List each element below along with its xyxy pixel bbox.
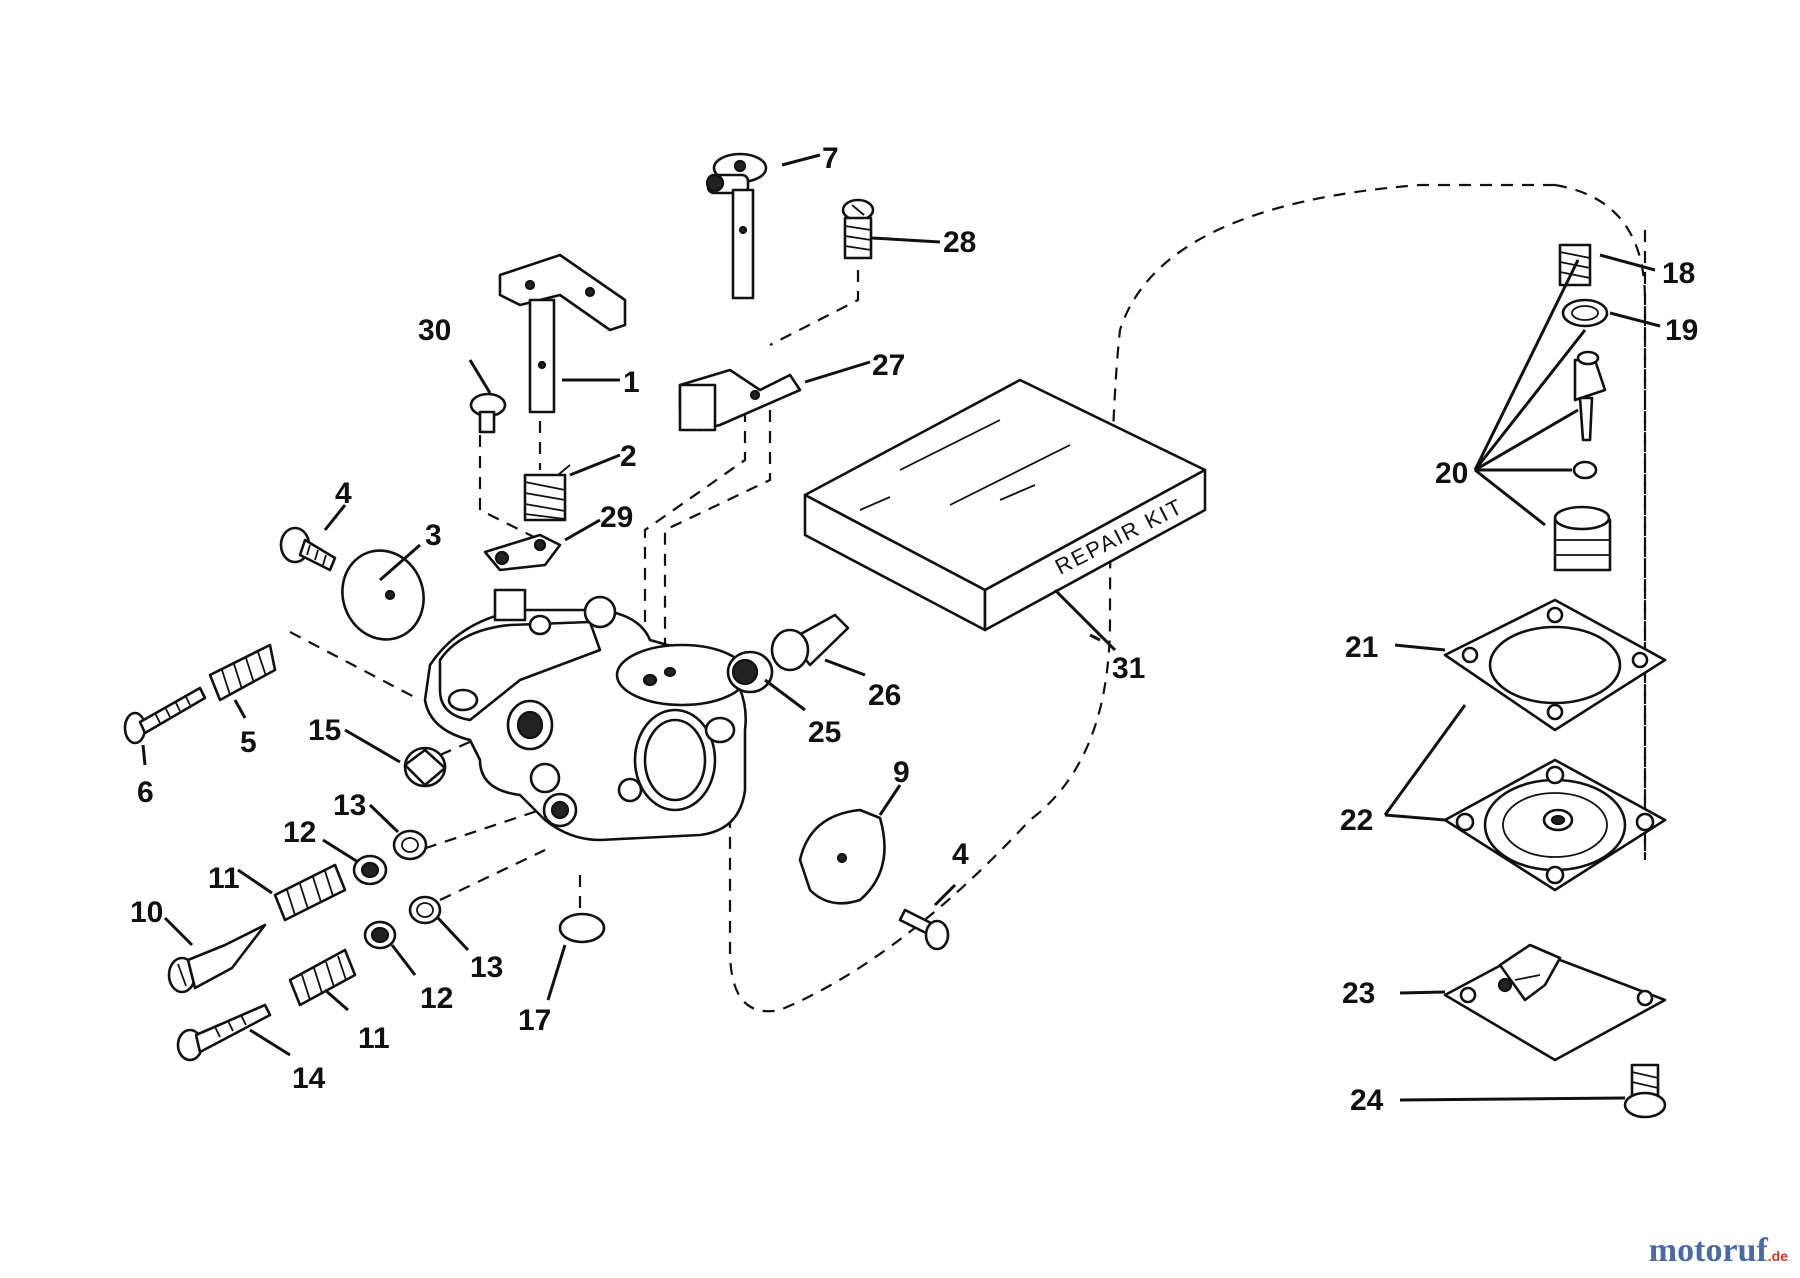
part-15-plug [403,746,447,788]
label-part-26: 26 [868,679,901,712]
part-17-disc [558,912,606,944]
part-31-repair-kit: REPAIR KIT [803,378,1207,632]
label-part-9: 9 [893,756,910,789]
label-part-18: 18 [1662,257,1695,290]
part-5-spring [208,643,277,702]
label-part-20: 20 [1435,457,1468,490]
part-9-throttle-plate [798,808,886,905]
part-4-screw-top [279,526,337,572]
label-part-11-upper: 11 [208,862,240,895]
assembly-line-27b [663,410,772,680]
part-13-washer-upper [392,829,428,861]
label-part-21: 21 [1345,631,1378,664]
label-part-30: 30 [418,314,451,347]
part-19-ring [1561,298,1609,328]
part-4-screw-lower [898,908,950,951]
part-6-screw [123,686,207,745]
part-30-screw [469,392,507,434]
label-part-31: 31 [1112,652,1145,685]
assembly-line-27 [643,410,747,680]
label-part-15: 15 [308,714,341,747]
leader-lines [141,153,1661,1102]
part-10-needle-upper [167,923,267,994]
label-part-19: 19 [1665,314,1698,347]
assembly-line-13b [439,849,546,901]
part-20-needle [1573,350,1607,442]
part-28-spring-screw [841,198,875,260]
part-11-spring-upper [273,863,347,922]
label-part-11-lower: 11 [358,1022,390,1055]
assembly-line-28 [769,270,860,346]
label-part-4-lower: 4 [952,838,969,871]
label-part-7: 7 [822,142,839,175]
diaphragm-group-boundary [728,183,1555,1013]
part-7-choke-shaft [705,152,768,300]
label-part-23: 23 [1342,977,1375,1010]
part-23-cover [1443,943,1667,1062]
part-14-needle-lower [176,1003,272,1062]
part-20-seat [1553,505,1612,572]
assembly-line-13 [404,808,541,857]
label-part-10: 10 [130,896,163,929]
part-21-gasket [1443,598,1667,732]
watermark-logo: motoruf.de [1649,1232,1788,1270]
label-part-13-upper: 13 [333,789,366,822]
label-part-17: 17 [518,1004,551,1037]
label-part-29: 29 [600,501,633,534]
part-12-washer-lower [363,920,397,950]
label-part-3: 3 [425,519,442,552]
part-25-bushing [726,650,774,694]
part-26-fitting [770,613,850,672]
part-12-washer-upper [352,854,388,886]
part-3-choke-plate [341,549,425,641]
label-part-2: 2 [620,440,637,473]
label-part-1: 1 [623,366,640,399]
part-29-lever [483,533,562,572]
part-24-screw [1623,1063,1667,1119]
watermark-brand: motoruf [1648,1232,1768,1269]
part-1-throttle-shaft [498,253,627,414]
part-22-diaphragm [1443,758,1667,892]
part-labels: 1 2 3 4 5 6 7 28 27 29 30 15 13 12 11 10… [130,142,1698,1117]
label-part-4-top: 4 [335,477,352,510]
part-27-bracket [678,368,802,432]
label-part-14: 14 [292,1062,326,1095]
label-part-27: 27 [872,349,905,382]
carburetor-body [423,588,749,842]
label-part-5: 5 [240,726,257,759]
label-part-22: 22 [1340,804,1373,837]
label-part-12-lower: 12 [420,982,453,1015]
label-part-24: 24 [1350,1084,1384,1117]
label-part-28: 28 [943,226,976,259]
label-part-25: 25 [808,716,841,749]
label-part-13-lower: 13 [470,951,503,984]
assembly-line-30 [478,435,541,541]
watermark-tld: .de [1767,1248,1788,1264]
part-2-spring [523,464,571,522]
label-part-12-upper: 12 [283,816,316,849]
part-20-seat-small [1572,460,1598,480]
label-part-6: 6 [137,776,154,809]
assembly-line-5 [289,631,421,701]
boundary-right [1554,183,1647,860]
part-13-washer-lower [408,895,442,925]
part-11-spring-lower [288,948,357,1007]
